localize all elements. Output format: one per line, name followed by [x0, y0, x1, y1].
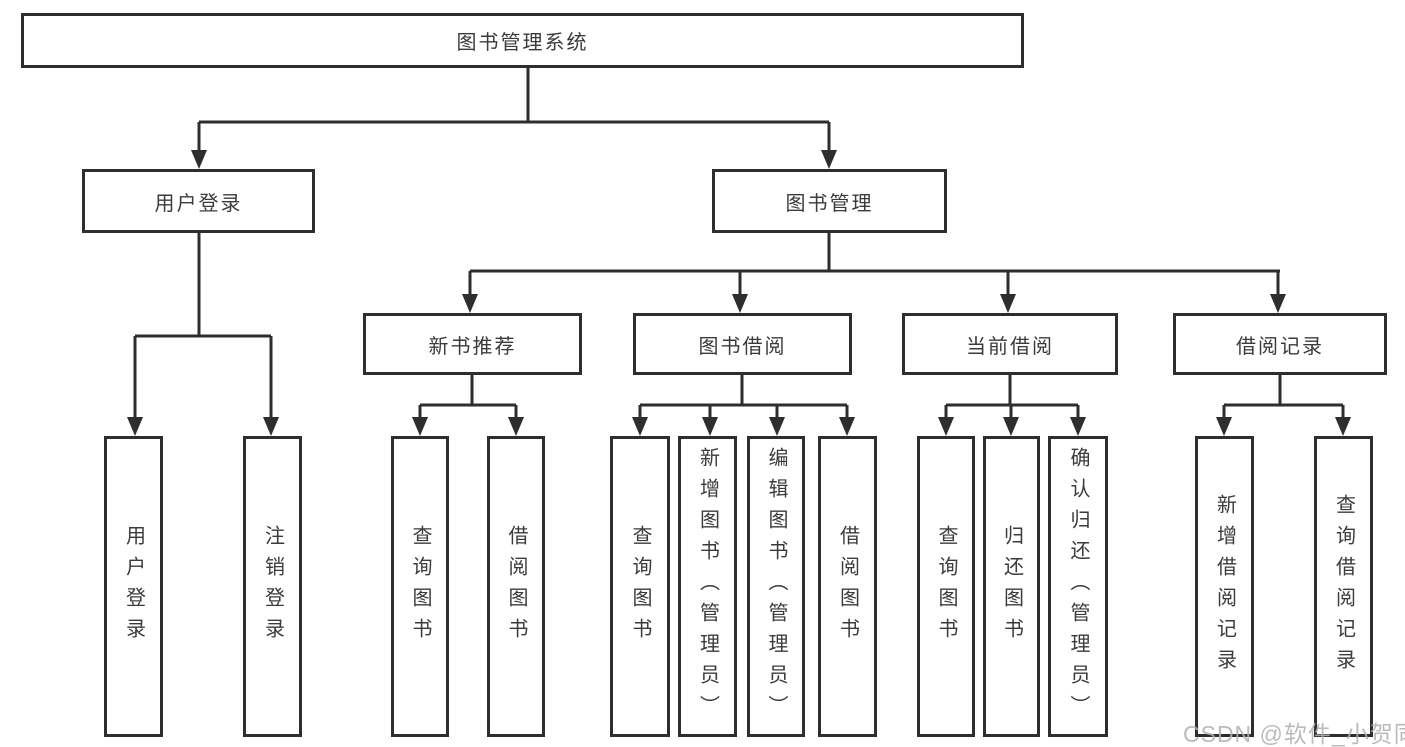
node-label: 用户登录 [154, 192, 243, 215]
leaf-borrow-books-recommend: 借阅图书 [487, 436, 545, 737]
leaf-edit-books-admin: 编辑图书（管理员） [747, 436, 805, 737]
leaf-user-login: 用户登录 [104, 436, 163, 737]
connector-borrow-record-to-leaves [1222, 375, 1345, 422]
leaf-label: 查询图书 [935, 524, 957, 649]
node-label: 当前借阅 [966, 335, 1054, 358]
leaf-label: 查询借阅记录 [1332, 493, 1355, 680]
connector-new-book-rec-to-leaves [418, 375, 518, 422]
node-book-management: 图书管理 [712, 169, 947, 233]
node-label: 借阅记录 [1236, 335, 1324, 358]
connector-root-to-level2 [197, 68, 831, 155]
node-label: 新书推荐 [428, 335, 517, 358]
csdn-watermark: CSDN @软件_小贺同学 [1183, 721, 1405, 747]
leaf-confirm-return-admin: 确认归还（管理员） [1048, 436, 1108, 737]
leaf-query-borrow-record: 查询借阅记录 [1314, 436, 1373, 737]
leaf-label: 归还图书 [1000, 524, 1023, 649]
node-current-borrowing: 当前借阅 [902, 313, 1118, 375]
leaf-add-borrow-record: 新增借阅记录 [1195, 436, 1254, 737]
arrowheads [127, 150, 1351, 436]
connector-user-login-to-leaves [133, 233, 273, 422]
leaf-borrow-books-borrowing: 借阅图书 [818, 436, 877, 737]
leaf-label: 新增借阅记录 [1213, 493, 1236, 680]
node-label: 图书借阅 [698, 335, 787, 358]
node-borrowing-records: 借阅记录 [1173, 313, 1387, 375]
node-label: 图书管理系统 [456, 32, 589, 54]
node-book-borrowing: 图书借阅 [633, 313, 852, 375]
leaf-query-books-recommend: 查询图书 [391, 436, 449, 737]
leaf-label: 新增图书（管理员） [696, 447, 719, 726]
leaf-logout: 注销登录 [243, 436, 302, 737]
leaf-query-books-borrowing: 查询图书 [610, 436, 670, 737]
leaf-add-books-admin: 新增图书（管理员） [678, 436, 737, 737]
connector-current-borrow-to-leaves [944, 375, 1080, 422]
leaf-label: 编辑图书（管理员） [765, 447, 787, 726]
node-library-management-system: 图书管理系统 [21, 13, 1024, 68]
leaf-label: 借阅图书 [505, 524, 527, 649]
node-new-book-recommendation: 新书推荐 [363, 313, 582, 375]
leaf-label: 注销登录 [261, 524, 284, 649]
connector-book-borrow-to-leaves [638, 375, 849, 422]
leaf-label: 查询图书 [409, 524, 431, 649]
connector-book-mgmt-to-level3 [468, 233, 1280, 299]
leaf-label: 确认归还（管理员） [1067, 447, 1089, 726]
leaf-label: 借阅图书 [836, 524, 859, 649]
leaf-query-books-current: 查询图书 [917, 436, 975, 737]
leaf-label: 查询图书 [629, 524, 651, 649]
leaf-label: 用户登录 [122, 524, 145, 649]
node-label: 图书管理 [785, 192, 874, 215]
node-user-login: 用户登录 [82, 169, 315, 233]
leaf-return-books: 归还图书 [983, 436, 1040, 737]
